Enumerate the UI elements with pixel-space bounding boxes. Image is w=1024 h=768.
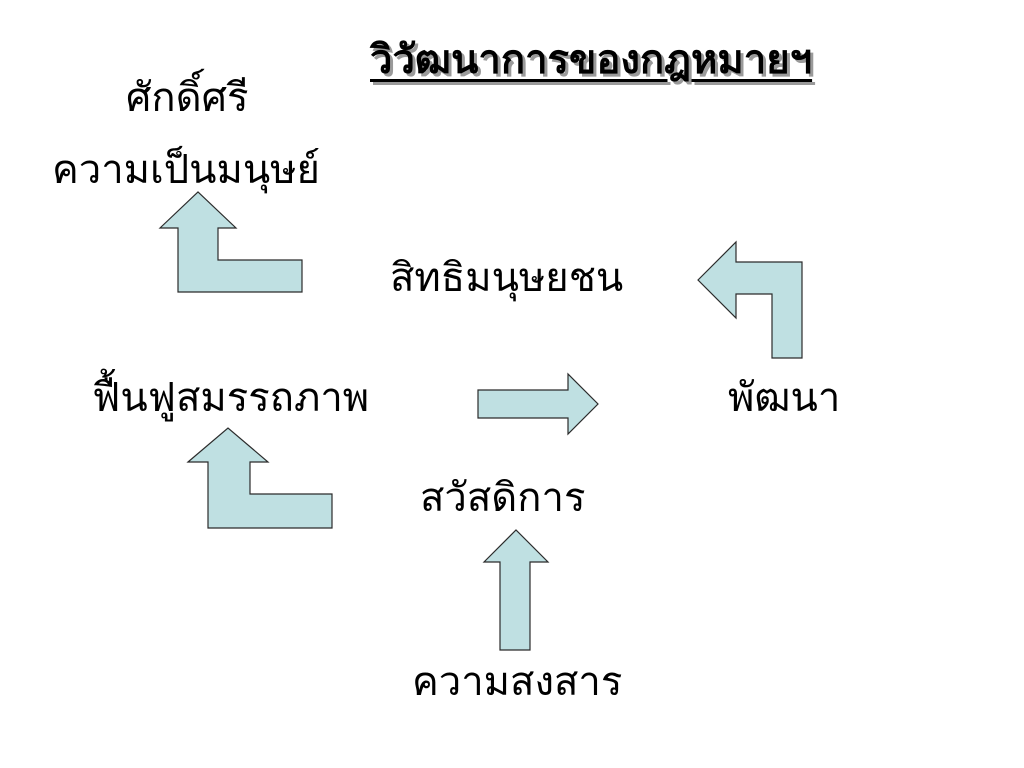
node-rehabilitation: ฟื้นฟูสมรรถภาพ [92, 375, 370, 421]
node-dignity: ศักดิ์ศรี [126, 75, 249, 121]
bent-up-arrow-to-rehabilitation [186, 427, 333, 529]
node-charity: ความสงสาร [412, 659, 623, 705]
node-development: พัฒนา [728, 375, 841, 421]
bent-left-arrow-to-human-rights [697, 240, 803, 359]
node-human-rights: สิทธิมนุษยชน [390, 255, 624, 301]
page-title: วิวัฒนาการของกฎหมายฯ [370, 36, 813, 83]
node-welfare: สวัสดิการ [420, 475, 586, 521]
bent-up-arrow-to-humanity [158, 191, 303, 293]
up-arrow-to-welfare [482, 529, 550, 651]
node-humanity: ความเป็นมนุษย์ [52, 147, 320, 193]
right-arrow-to-development [477, 372, 599, 436]
